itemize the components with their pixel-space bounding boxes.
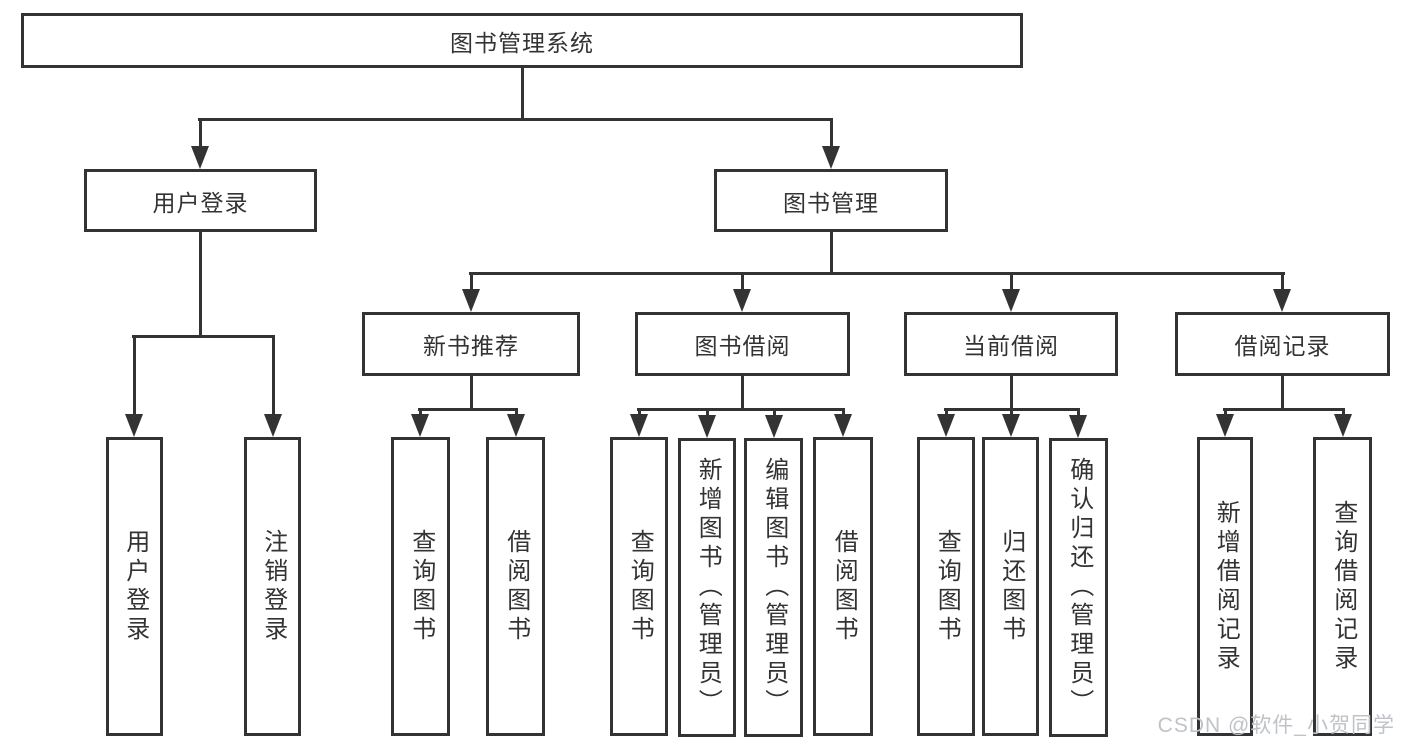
node-new-book-recommendation: 新书推荐: [362, 312, 580, 376]
arrow-stem: [271, 335, 275, 417]
node-label: 借阅图书: [830, 528, 858, 645]
node-label: 新书推荐: [423, 333, 519, 359]
node-label: 图书管理系统: [450, 29, 594, 56]
node-add-book-admin: 新增图书（管理员）: [678, 438, 736, 737]
arrowhead-down-icon: [1069, 415, 1087, 438]
node-label: 图书管理: [783, 189, 879, 216]
node-edit-book-admin: 编辑图书（管理员）: [744, 438, 803, 737]
arrowhead-down-icon: [698, 415, 716, 438]
node-label: 查询图书: [626, 528, 654, 645]
arrowhead-down-icon: [937, 414, 955, 437]
node-label: 归还图书: [997, 528, 1025, 645]
node-library-system: 图书管理系统: [21, 13, 1023, 68]
connector-line: [1009, 375, 1013, 411]
node-label: 借阅图书: [502, 528, 530, 645]
arrow-stem: [418, 408, 422, 417]
connector-line: [637, 408, 845, 411]
arrow-stem: [829, 118, 833, 149]
node-confirm-return-admin: 确认归还（管理员）: [1049, 438, 1108, 737]
connector-line: [198, 231, 202, 338]
arrow-stem: [514, 408, 518, 417]
arrowhead-down-icon: [411, 414, 429, 437]
arrow-stem: [1280, 272, 1284, 292]
arrowhead-down-icon: [630, 414, 648, 437]
node-label: 用户登录: [152, 189, 249, 216]
connector-line: [1280, 375, 1284, 411]
arrowhead-down-icon: [1002, 414, 1020, 437]
arrow-stem: [469, 272, 473, 292]
connector-line: [1223, 408, 1345, 411]
arrow-stem: [1341, 408, 1345, 417]
node-label: 当前借阅: [963, 333, 1059, 359]
node-label: 编辑图书（管理员）: [760, 457, 788, 718]
node-label: 确认归还（管理员）: [1065, 457, 1093, 718]
node-query-books: 查询图书: [610, 437, 668, 736]
connector-line: [520, 67, 524, 121]
node-logout-leaf: 注销登录: [244, 437, 301, 736]
arrowhead-down-icon: [834, 414, 852, 437]
arrowhead-down-icon: [1002, 289, 1020, 312]
node-label: 注销登录: [259, 528, 287, 645]
arrow-stem: [132, 335, 136, 417]
watermark: CSDN @软件_小贺同学: [1157, 714, 1395, 737]
arrow-stem: [772, 408, 776, 418]
node-borrow-books: 借阅图书: [813, 437, 873, 736]
connector-line: [829, 231, 833, 275]
arrowhead-down-icon: [125, 414, 143, 437]
arrow-stem: [841, 408, 845, 417]
node-current-borrowing: 当前借阅: [904, 312, 1118, 376]
arrowhead-down-icon: [264, 414, 282, 437]
connector-line: [418, 408, 518, 411]
arrowhead-down-icon: [765, 415, 783, 438]
connector-line: [132, 335, 275, 338]
node-return-book: 归还图书: [982, 437, 1039, 736]
node-label: 用户登录: [121, 528, 149, 645]
connector-line: [198, 118, 833, 121]
node-label: 查询图书: [933, 528, 961, 645]
node-book-management: 图书管理: [714, 169, 948, 232]
arrowhead-down-icon: [462, 289, 480, 312]
node-label: 借阅记录: [1234, 333, 1331, 359]
node-query-books: 查询图书: [917, 437, 975, 736]
node-user-login: 用户登录: [84, 169, 317, 232]
arrow-stem: [944, 408, 948, 417]
arrowhead-down-icon: [733, 289, 751, 312]
node-borrow-books: 借阅图书: [486, 437, 545, 736]
node-label: 新增图书（管理员）: [694, 457, 722, 718]
node-user-login-leaf: 用户登录: [106, 437, 163, 736]
connector-line: [469, 375, 473, 411]
node-label: 查询借阅记录: [1329, 499, 1357, 674]
node-add-borrow-record: 新增借阅记录: [1197, 437, 1253, 736]
connector-line: [469, 272, 1285, 275]
arrow-stem: [705, 408, 709, 418]
node-query-books: 查询图书: [391, 437, 450, 736]
connector-line: [740, 375, 744, 411]
node-label: 查询图书: [407, 528, 435, 645]
arrow-stem: [1009, 272, 1013, 292]
node-query-borrow-record: 查询借阅记录: [1313, 437, 1372, 736]
arrow-stem: [198, 118, 202, 149]
arrowhead-down-icon: [822, 146, 840, 169]
node-label: 图书借阅: [694, 333, 791, 359]
node-book-borrowing: 图书借阅: [635, 312, 850, 376]
arrowhead-down-icon: [191, 146, 209, 169]
arrow-stem: [740, 272, 744, 292]
arrowhead-down-icon: [1334, 414, 1352, 437]
arrow-stem: [1076, 408, 1080, 418]
arrowhead-down-icon: [1273, 289, 1291, 312]
node-borrowing-records: 借阅记录: [1175, 312, 1390, 376]
arrow-stem: [1223, 408, 1227, 417]
node-label: 新增借阅记录: [1212, 499, 1240, 674]
arrowhead-down-icon: [1216, 414, 1234, 437]
arrowhead-down-icon: [507, 414, 525, 437]
arrow-stem: [1009, 408, 1013, 417]
arrow-stem: [637, 408, 641, 417]
